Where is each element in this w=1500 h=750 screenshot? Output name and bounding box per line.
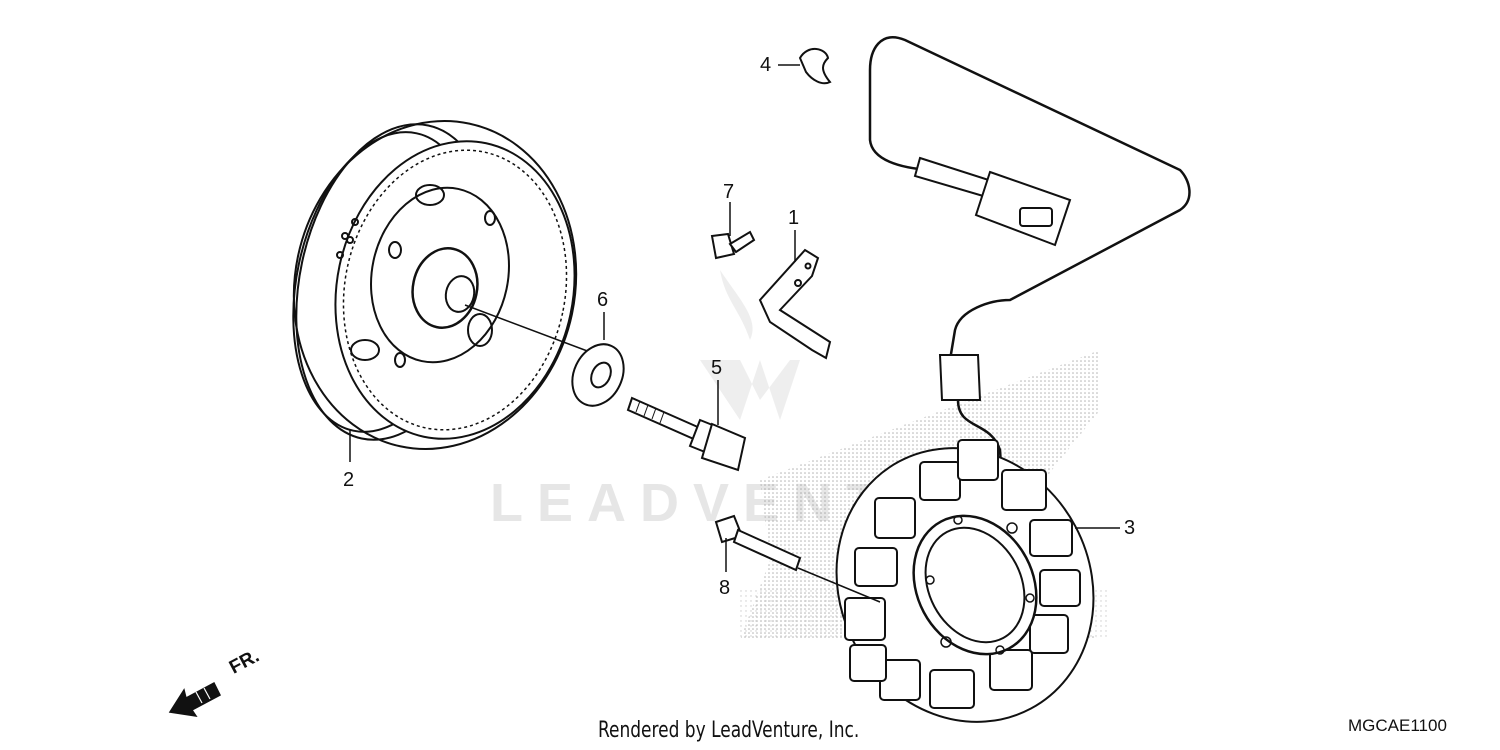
flywheel xyxy=(292,120,578,450)
stator-bolt xyxy=(714,514,802,572)
washer xyxy=(571,343,625,407)
wire-harness xyxy=(868,36,1191,481)
callout-4: 4 xyxy=(760,54,772,76)
bracket xyxy=(758,248,832,360)
render-credit: Rendered by LeadVenture, Inc. xyxy=(598,718,860,743)
watermark-logo xyxy=(700,270,800,420)
callout-2: 2 xyxy=(343,469,355,491)
leader-8-line xyxy=(797,567,881,603)
stator xyxy=(835,439,1095,723)
callout-6: 6 xyxy=(597,289,609,311)
callout-5: 5 xyxy=(711,357,723,379)
small-bolt xyxy=(710,230,756,260)
front-direction-arrow xyxy=(168,681,221,718)
callout-7: 7 xyxy=(723,181,735,203)
callout-3: 3 xyxy=(1124,517,1136,539)
callout-1: 1 xyxy=(788,207,800,229)
flange-bolt xyxy=(626,396,747,472)
diagram-code: MGCAE1100 xyxy=(1348,716,1447,735)
wire-clamp xyxy=(798,48,832,85)
callout-leaders xyxy=(349,64,1120,572)
leader-2-shaft xyxy=(464,304,591,353)
callout-8: 8 xyxy=(719,577,731,599)
